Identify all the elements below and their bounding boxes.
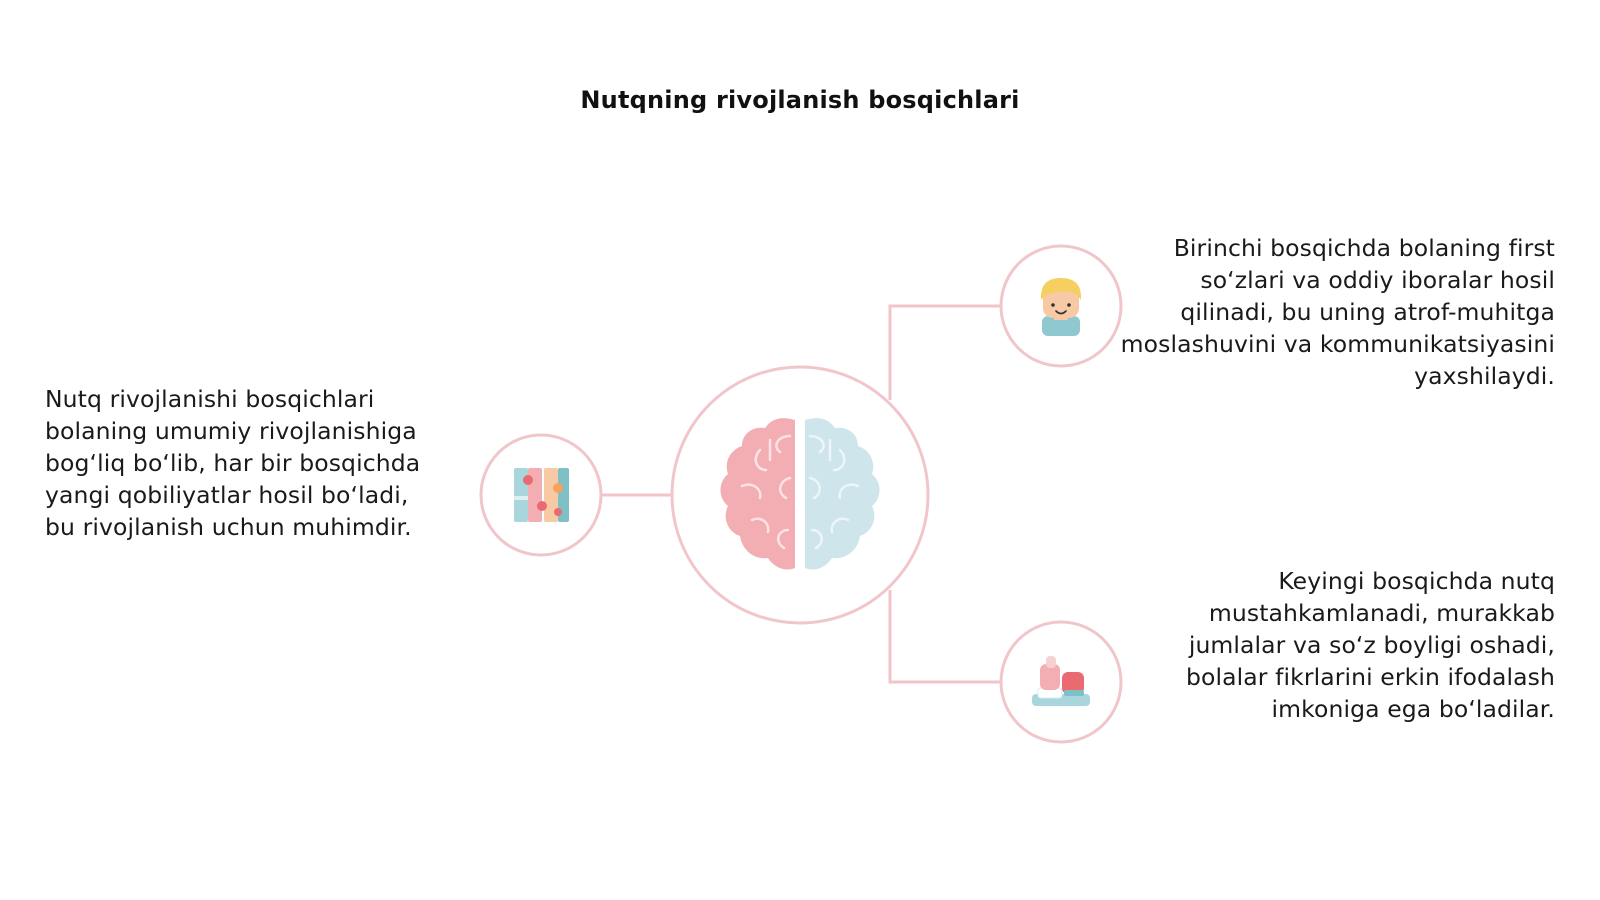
connector-bottom-right bbox=[888, 590, 1000, 684]
top-right-description: Birinchi bosqichda bolaning first so‘zla… bbox=[1120, 234, 1555, 390]
bottom-right-description: Keyingi bosqichda nutq mustahkamlanadi, … bbox=[1186, 567, 1555, 723]
bottom-right-circle bbox=[999, 620, 1123, 744]
left-description: Nutq rivojlanishi bosqichlari bolaning u… bbox=[45, 385, 421, 541]
brain-icon bbox=[720, 418, 880, 570]
toy-blocks-icon bbox=[1032, 656, 1090, 706]
center-circle bbox=[670, 365, 930, 625]
connector-lines bbox=[602, 304, 1000, 684]
child-face-icon bbox=[1040, 278, 1082, 336]
slide-title: Nutqning rivojlanish bosqichlari bbox=[580, 86, 1020, 114]
connector-top-right bbox=[888, 304, 1000, 400]
puzzle-icon bbox=[514, 468, 569, 522]
